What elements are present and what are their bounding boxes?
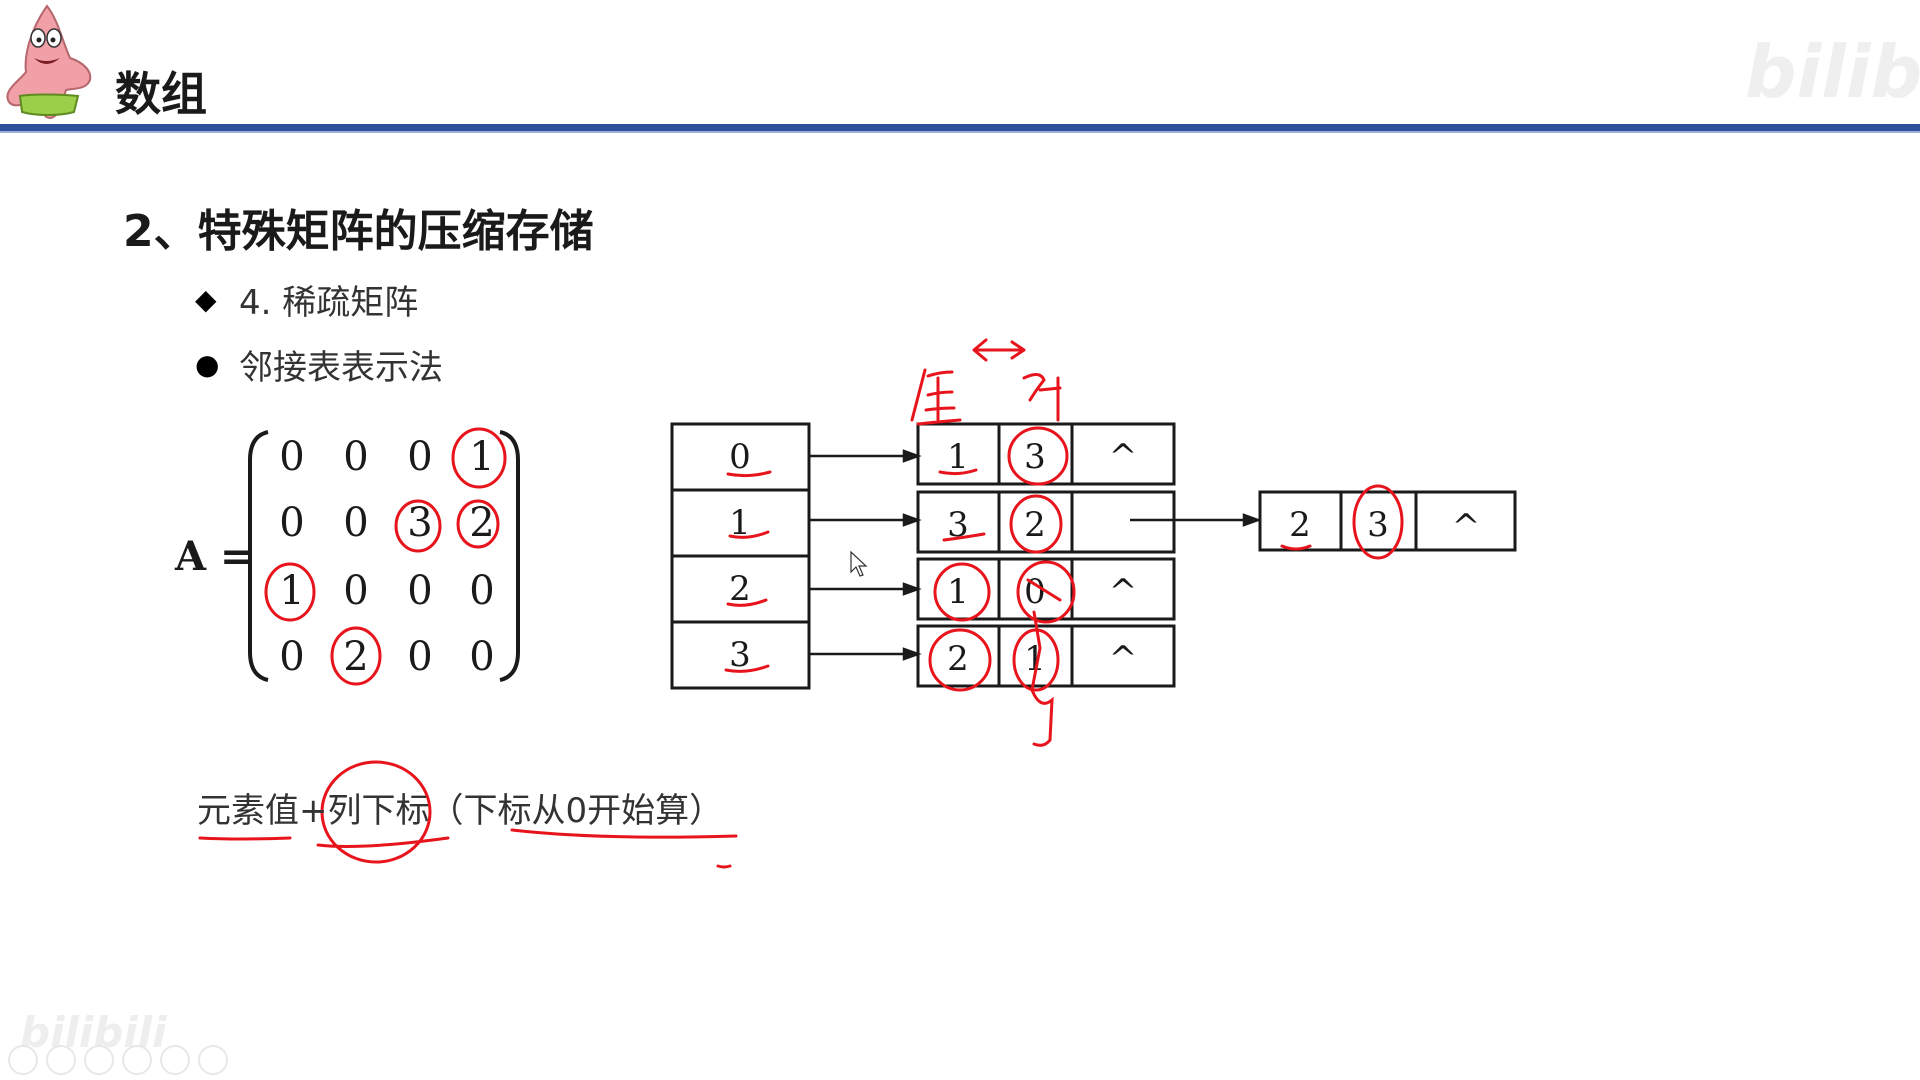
matrix-left-bracket	[248, 430, 269, 682]
matrix-cell: 0	[279, 634, 304, 680]
head-index: 0	[729, 437, 751, 477]
node-value: 2	[947, 639, 969, 679]
matrix-right-bracket	[499, 430, 520, 682]
node-col: 0	[1024, 572, 1046, 612]
header-bar: 数组 bilibili	[0, 0, 1920, 125]
bullet-sparse-matrix: ◆ 4. 稀疏矩阵	[195, 275, 418, 324]
formula-text: 元素值+列下标（下标从0开始算）	[197, 791, 724, 831]
prev-slide-icon[interactable]	[8, 1045, 38, 1075]
extra-node-null: ^	[1452, 507, 1481, 547]
matrix-cell: 0	[469, 568, 494, 614]
matrix-cell: 0	[343, 500, 368, 546]
more-options-icon[interactable]	[198, 1045, 228, 1075]
next-slide-icon[interactable]	[46, 1045, 76, 1075]
head-index: 1	[729, 503, 751, 543]
diamond-bullet-icon: ◆	[195, 283, 217, 316]
zoom-icon[interactable]	[160, 1045, 190, 1075]
head-arrows	[809, 449, 922, 661]
matrix-cell: 0	[469, 634, 494, 680]
matrix-cell: 0	[343, 434, 368, 480]
matrix-cell: 0	[279, 434, 304, 480]
bilibili-logo-icon: bilibili	[1745, 30, 1920, 114]
header-divider	[0, 124, 1920, 131]
matrix-cell: 3	[407, 500, 432, 546]
bullet-text: 邻接表表示法	[239, 348, 443, 388]
matrix-cell: 0	[343, 568, 368, 614]
head-index: 3	[729, 635, 751, 675]
matrix-cell: 1	[279, 568, 304, 614]
node-next: ^	[1109, 572, 1138, 612]
pen-tool-icon[interactable]	[84, 1045, 114, 1075]
slides-overview-icon[interactable]	[122, 1045, 152, 1075]
matrix-cell: 0	[407, 568, 432, 614]
head-array: 0 1 2 3	[670, 422, 811, 690]
node-value: 1	[947, 572, 969, 612]
matrix-cell: 0	[279, 500, 304, 546]
extra-node: 2 3 ^	[1258, 490, 1517, 552]
bullet-adjacency-list: ● 邻接表表示法	[195, 340, 443, 389]
matrix-cell: 1	[469, 434, 494, 480]
page-title: 数组	[115, 67, 207, 121]
mouse-cursor-icon	[850, 550, 868, 577]
bullet-text: 4. 稀疏矩阵	[239, 283, 419, 323]
dot-bullet-icon: ●	[195, 348, 220, 381]
node-next: ^	[1109, 437, 1138, 477]
matrix-cell: 0	[407, 434, 432, 480]
extra-node-value: 2	[1289, 505, 1311, 545]
matrix-cell: 0	[407, 634, 432, 680]
list-node: 1 0 ^	[916, 557, 1176, 621]
node-value: 1	[947, 437, 969, 477]
node-col: 2	[1024, 505, 1046, 545]
avatar-patrick-icon	[0, 0, 95, 122]
matrix-cell: 2	[343, 634, 368, 680]
slide-controls[interactable]	[8, 1045, 228, 1075]
section-heading: 2、特殊矩阵的压缩存储	[123, 206, 594, 257]
node-value: 3	[947, 505, 969, 545]
node-col: 3	[1024, 437, 1046, 477]
next-arrow	[1130, 513, 1262, 527]
red-annotations	[198, 338, 1404, 869]
extra-node-col: 3	[1367, 505, 1389, 545]
head-index: 2	[729, 569, 751, 609]
node-next: ^	[1109, 639, 1138, 679]
header-divider-thin	[0, 131, 1920, 133]
matrix-name: A =	[174, 533, 253, 580]
